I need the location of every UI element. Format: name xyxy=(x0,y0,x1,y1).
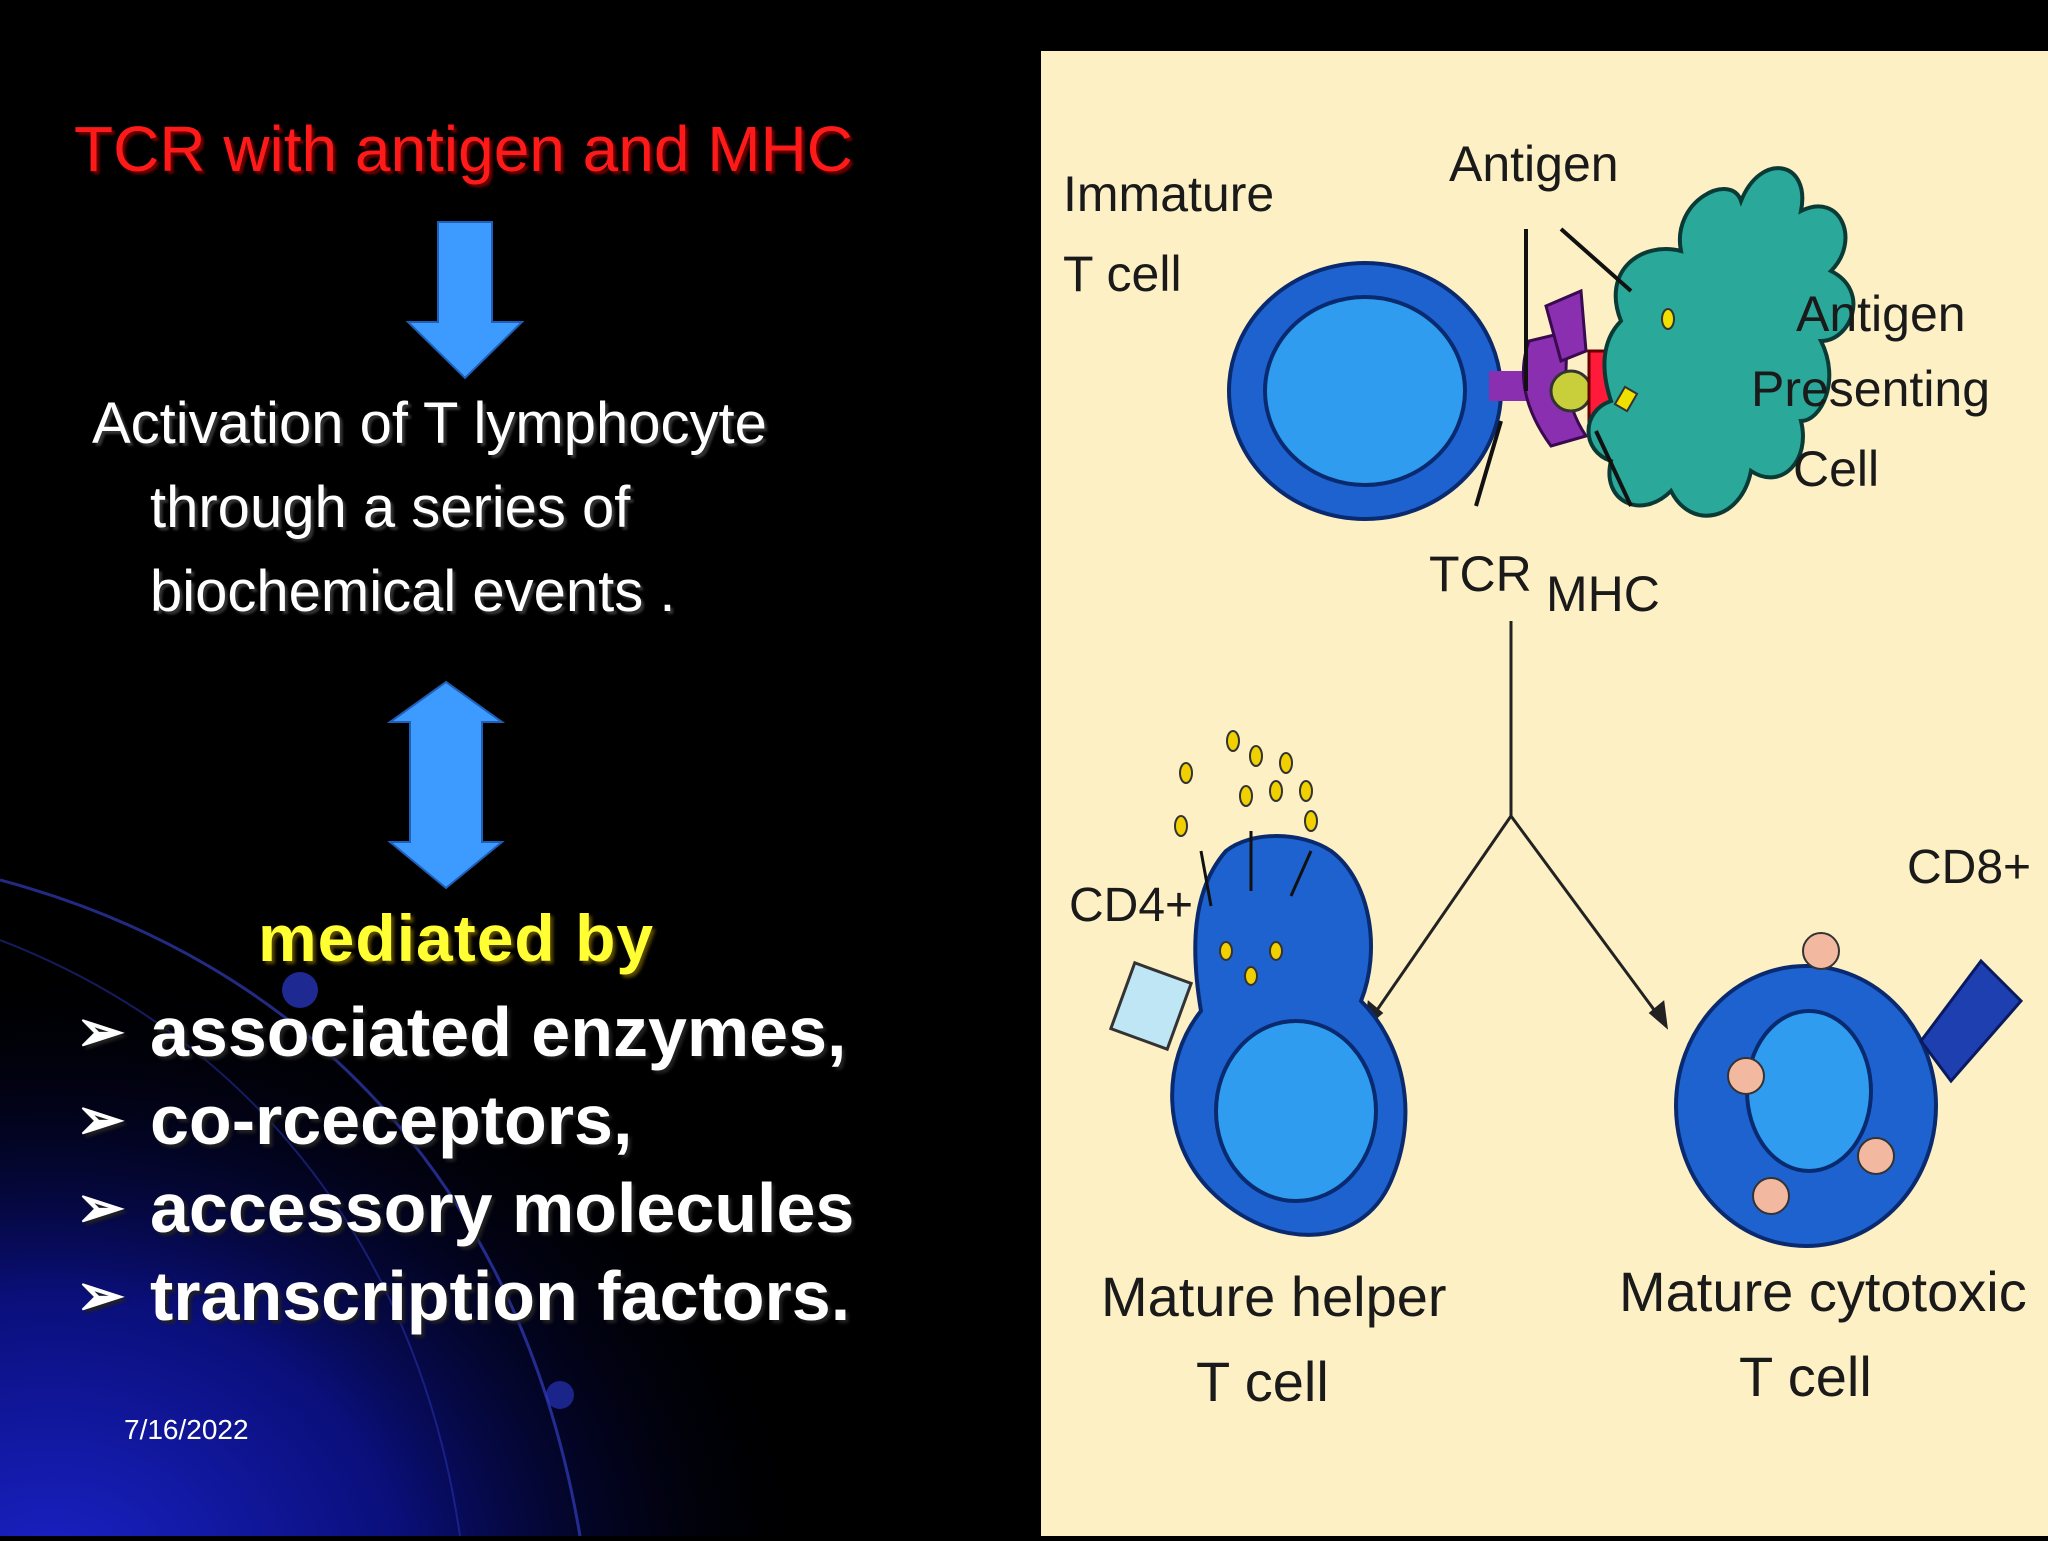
mediator-list: ➢ associated enzymes, ➢ co-rceceptors, ➢ ac… xyxy=(76,988,854,1340)
cytotoxic-label-line-1: Mature cytotoxic xyxy=(1619,1260,2027,1323)
cd8-label: CD8+ xyxy=(1907,841,2031,894)
cytotoxic-t-cell xyxy=(1674,932,2024,1248)
helper-t-cell xyxy=(1108,730,1408,1237)
list-item-text: co-rceceptors, xyxy=(150,1081,633,1159)
activation-line-3: biochemical events . xyxy=(150,559,676,624)
arrow-bullet-icon: ➢ xyxy=(76,1087,125,1152)
slide-date: 7/16/2022 xyxy=(124,1414,249,1445)
arrow-bullet-icon: ➢ xyxy=(76,999,125,1064)
slide-title: TCR with antigen and MHC xyxy=(74,113,853,185)
cd4-label: CD4+ xyxy=(1069,879,1193,932)
activation-line-2: through a series of xyxy=(150,475,631,540)
list-item-text: transcription factors. xyxy=(150,1257,851,1335)
apc-label-line-2: Presenting xyxy=(1751,361,1990,417)
activation-line-1: Activation of T lymphocyte xyxy=(92,391,767,456)
mhc-label: MHC xyxy=(1546,566,1660,622)
cytotoxic-label-line-2: T cell xyxy=(1739,1345,1872,1408)
helper-label-line-1: Mature helper xyxy=(1101,1265,1447,1328)
immature-t-cell xyxy=(1227,261,1503,521)
helper-label-line-2: T cell xyxy=(1196,1350,1329,1413)
arrow-bullet-icon: ➢ xyxy=(76,1263,125,1328)
activation-text: Activation of T lymphocyte through a ser… xyxy=(92,382,767,634)
immature-label-line-2: T cell xyxy=(1063,246,1182,302)
antigen-particle xyxy=(1661,308,1675,330)
arrow-bullet-icon: ➢ xyxy=(76,1175,125,1240)
antigen-label: Antigen xyxy=(1449,136,1619,192)
apc-label-line-1: Antigen xyxy=(1796,286,1966,342)
list-item: ➢ associated enzymes, xyxy=(76,988,854,1076)
mediated-heading: mediated by xyxy=(258,901,655,975)
diagram-canvas: Immature T cell Antigen Antigen Presenti… xyxy=(1063,136,2031,1413)
antigen-particle xyxy=(1613,385,1639,413)
list-item-text: associated enzymes, xyxy=(150,993,847,1071)
list-item: ➢ transcription factors. xyxy=(76,1252,854,1340)
differentiation-arrows xyxy=(1364,621,1668,1030)
immature-label-line-1: Immature xyxy=(1063,166,1274,222)
list-item: ➢ accessory molecules xyxy=(76,1164,854,1252)
t-cell-diagram: Immature T cell Antigen Antigen Presenti… xyxy=(1041,51,2048,1536)
apc-label-line-3: Cell xyxy=(1793,441,1879,497)
label-pointers xyxy=(1474,227,1633,507)
tcr-label: TCR xyxy=(1429,546,1532,602)
list-item-text: accessory molecules xyxy=(150,1169,855,1247)
list-item: ➢ co-rceceptors, xyxy=(76,1076,854,1164)
tcr-receptor xyxy=(1489,288,1593,448)
